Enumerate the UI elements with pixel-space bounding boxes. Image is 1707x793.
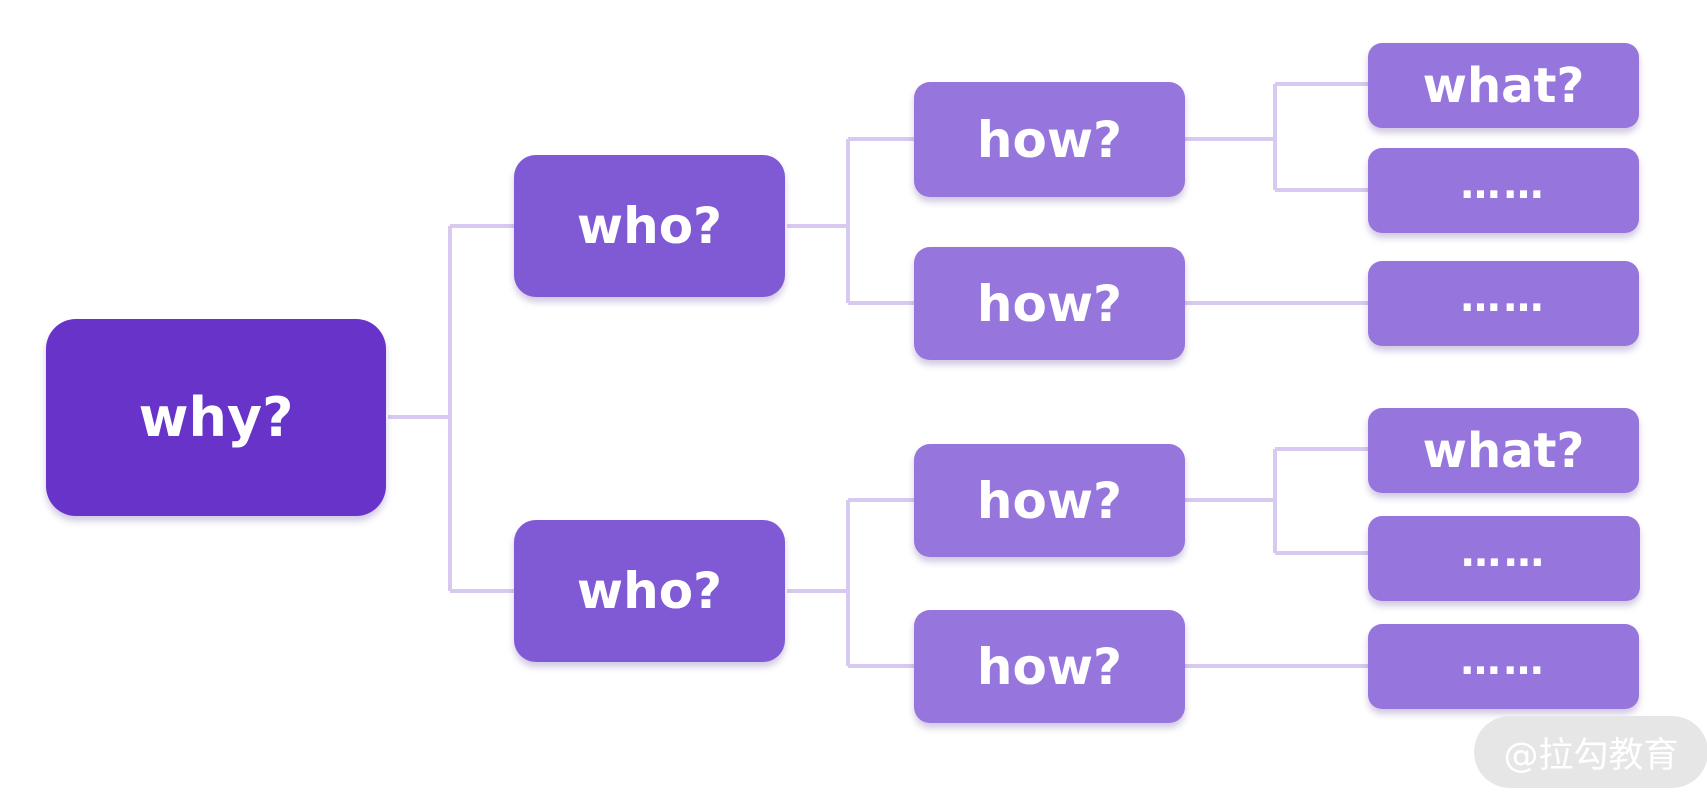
- node-how-2: how?: [914, 247, 1185, 360]
- connector-how3-leaves: [1185, 447, 1368, 555]
- connector-who1-how: [787, 137, 914, 305]
- node-who-1: who?: [514, 155, 785, 297]
- node-ellipsis-3: ……: [1368, 516, 1640, 601]
- connector-root-who: [388, 224, 514, 593]
- node-what-1: what?: [1368, 43, 1639, 128]
- node-who-2: who?: [514, 520, 785, 662]
- watermark-badge: @拉勾教育: [1474, 716, 1707, 788]
- node-what-2: what?: [1368, 408, 1639, 493]
- node-how-3: how?: [914, 444, 1185, 557]
- node-ellipsis-1: ……: [1368, 148, 1639, 233]
- node-ellipsis-2: ……: [1368, 261, 1639, 346]
- connector-who2-how: [787, 498, 914, 668]
- node-why: why?: [46, 319, 386, 516]
- node-how-1: how?: [914, 82, 1185, 197]
- node-ellipsis-4: ……: [1368, 624, 1639, 709]
- connector-how1-leaves: [1185, 82, 1368, 192]
- node-how-4: how?: [914, 610, 1185, 723]
